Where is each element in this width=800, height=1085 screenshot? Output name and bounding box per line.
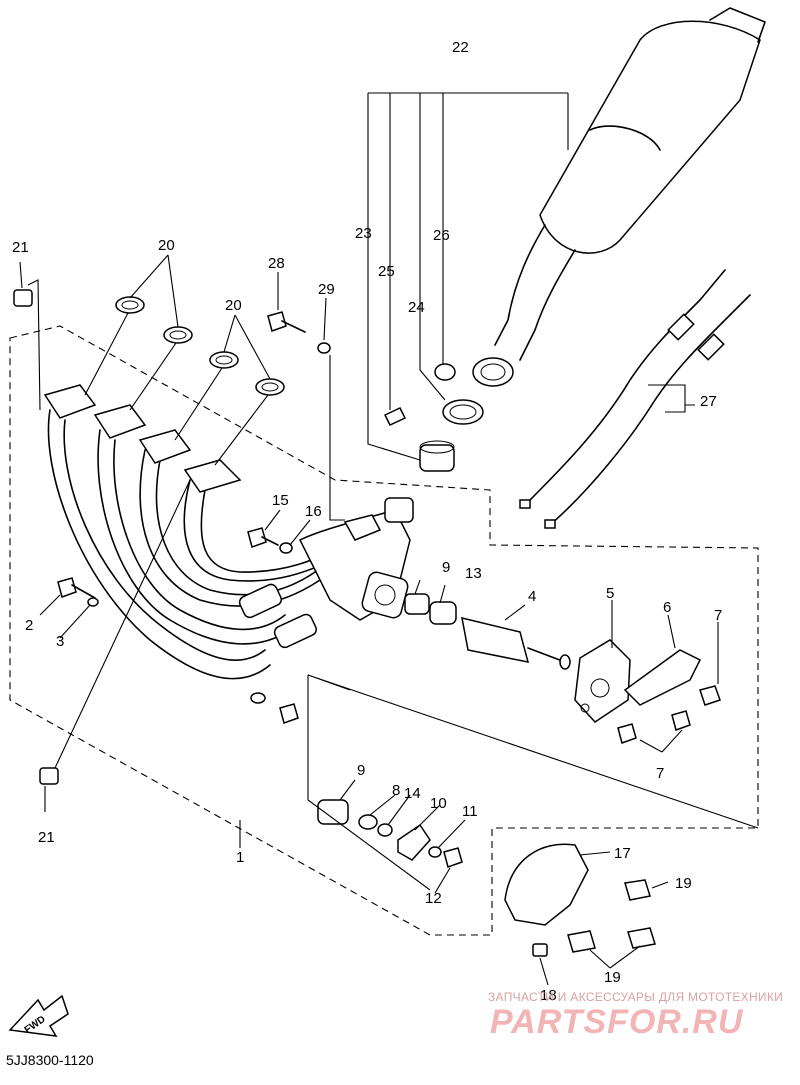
label-18: 18 <box>540 987 557 1004</box>
collars-and-shaft <box>317 579 571 825</box>
label-23: 23 <box>355 225 372 242</box>
label-15: 15 <box>272 492 289 509</box>
label-11: 11 <box>462 803 478 820</box>
exhaust-header-pipes <box>43 384 414 680</box>
watermark-tagline: ЗАПЧАСТИ И АКСЕССУАРЫ ДЛЯ МОТОТЕХНИКИ <box>488 990 784 1004</box>
control-cables <box>519 269 751 529</box>
label-29: 29 <box>318 281 335 298</box>
label-21-lower: 21 <box>38 829 55 846</box>
gaskets-20 <box>84 254 285 466</box>
label-13: 13 <box>465 565 482 582</box>
label-26: 26 <box>433 227 450 244</box>
label-12: 12 <box>425 890 442 907</box>
label-9-lower: 9 <box>357 762 365 779</box>
label-7-upper: 7 <box>714 607 722 624</box>
label-8: 8 <box>392 782 400 799</box>
label-16: 16 <box>305 503 322 520</box>
leaders-misc <box>39 272 327 848</box>
fwd-arrow: FWD <box>8 994 69 1037</box>
label-28: 28 <box>268 255 285 272</box>
label-9-upper: 9 <box>442 559 450 576</box>
label-5: 5 <box>606 585 614 602</box>
assembly-1-boundary <box>9 325 759 936</box>
bolts <box>57 311 345 724</box>
label-7-lower: 7 <box>656 765 664 782</box>
label-27: 27 <box>700 393 717 410</box>
label-20-right: 20 <box>225 297 242 314</box>
label-2: 2 <box>25 617 33 634</box>
bracket-assembly <box>574 600 721 753</box>
label-19-lower: 19 <box>604 969 621 986</box>
label-3: 3 <box>56 633 64 650</box>
label-20-left: 20 <box>158 237 175 254</box>
label-14: 14 <box>404 785 421 802</box>
nuts-21 <box>13 261 191 812</box>
label-19-upper: 19 <box>675 875 692 892</box>
label-24: 24 <box>408 299 425 316</box>
muffler <box>472 7 766 387</box>
label-1: 1 <box>236 849 244 866</box>
label-10: 10 <box>430 795 447 812</box>
drawing-code: 5JJ8300-1120 <box>6 1052 94 1068</box>
muffler-joint-parts <box>383 363 484 472</box>
label-22: 22 <box>452 39 469 56</box>
assembly-connector <box>307 674 759 891</box>
label-21-upper: 21 <box>12 239 29 256</box>
watermark-logo: PARTSFOR.RU <box>490 1003 744 1041</box>
leaders-22-26 <box>367 92 569 461</box>
label-25: 25 <box>378 263 395 280</box>
label-17: 17 <box>614 845 631 862</box>
label-6: 6 <box>663 599 671 616</box>
small-parts-8-14 <box>339 779 466 894</box>
part-labels: 1 2 3 4 5 6 7 7 8 9 9 10 11 12 13 14 15 … <box>12 39 722 1004</box>
cover-assembly <box>504 843 669 986</box>
label-4: 4 <box>528 588 536 605</box>
